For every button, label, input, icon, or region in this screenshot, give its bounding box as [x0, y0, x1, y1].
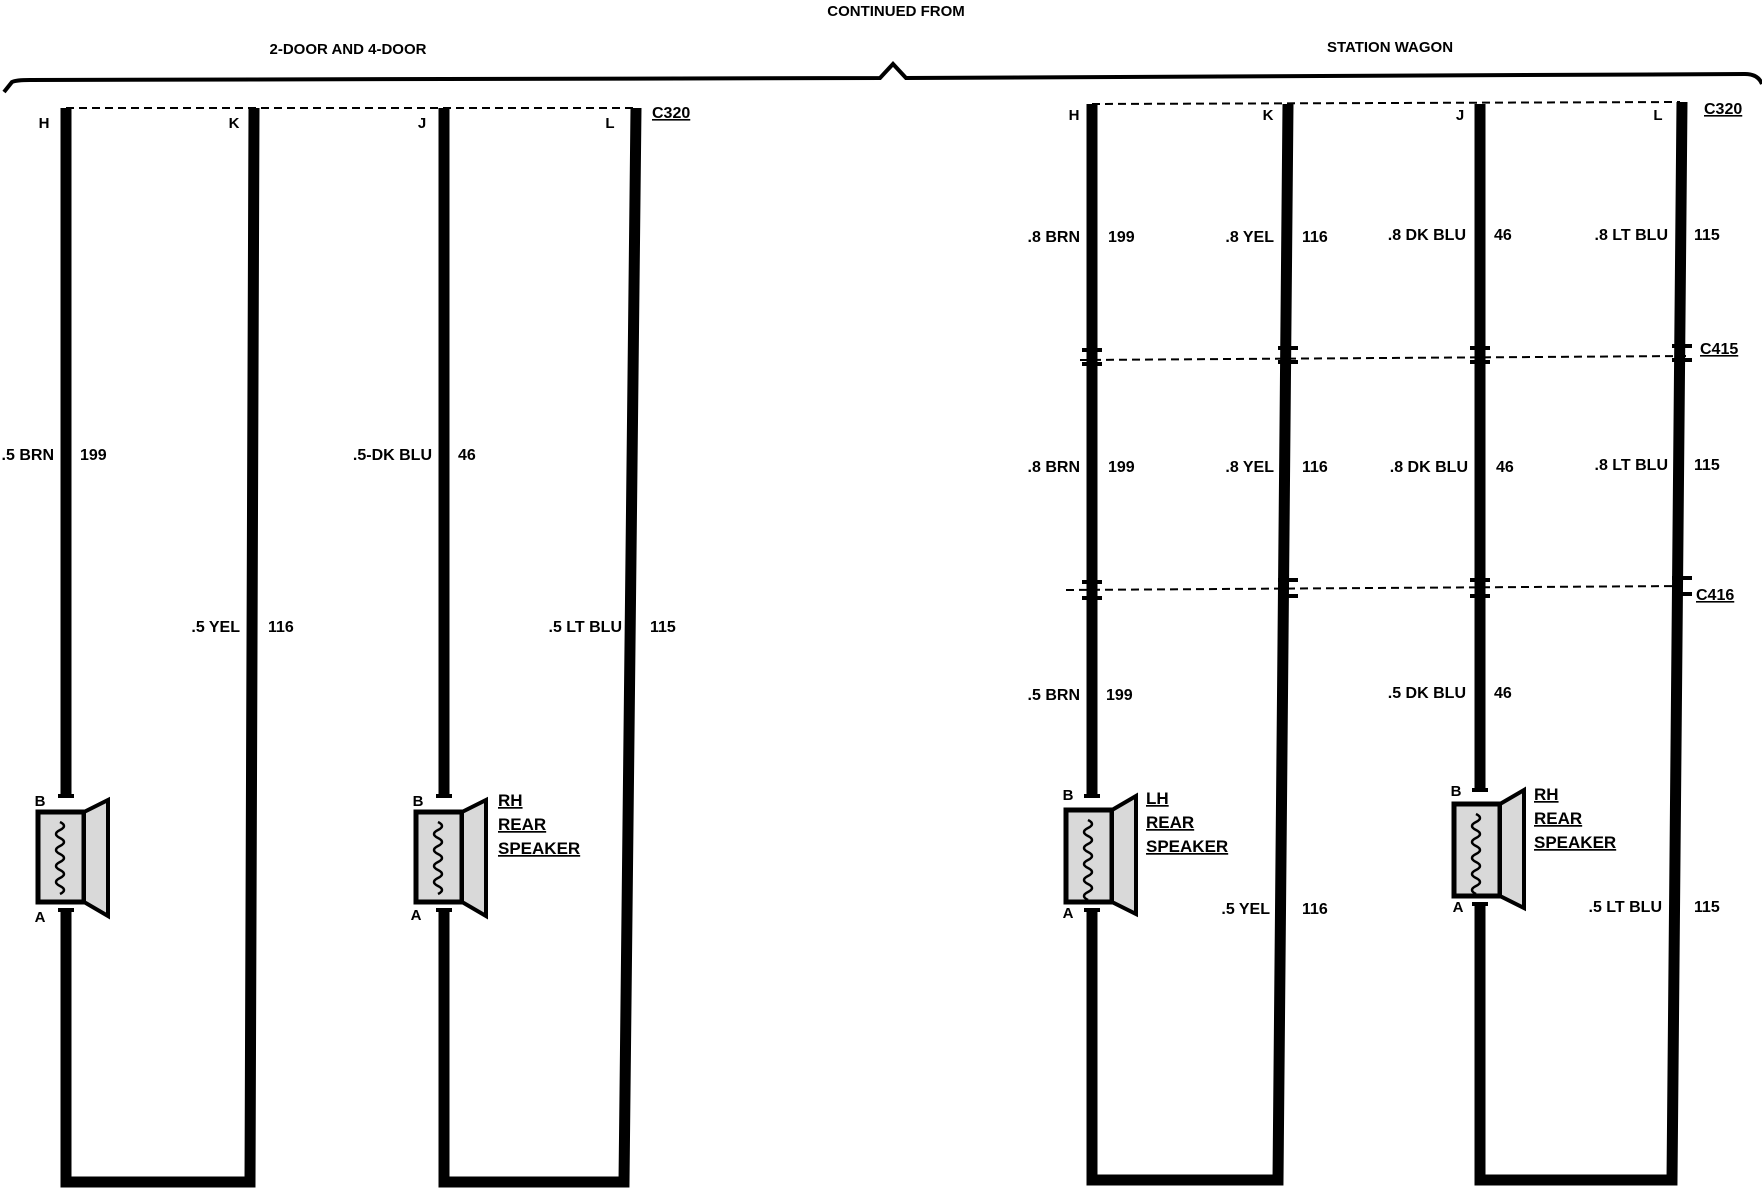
speaker-icon: [1063, 792, 1138, 918]
connector-c416-ticks: [1082, 576, 1692, 600]
pin-k-label: K: [1263, 107, 1274, 124]
connector-c320-label: C320: [652, 105, 690, 122]
wire-label: .5 YEL: [191, 619, 240, 636]
circuit-number: 115: [650, 619, 676, 636]
sedan-section: H K J L C320 .5 BRN 199 .5 YEL 116 .5-DK…: [2, 105, 690, 1188]
wire-label: .5 BRN: [2, 447, 54, 464]
circuit-number: 199: [1106, 687, 1133, 704]
wire-label: .5 DK BLU: [1388, 685, 1466, 702]
pin-h-label: H: [1069, 107, 1080, 124]
continued-from-label: CONTINUED FROM: [827, 3, 965, 20]
wire-label: .5 LT BLU: [549, 619, 622, 636]
circuit-number: 116: [268, 619, 294, 636]
pin-j-label: J: [1456, 107, 1464, 124]
rh-rear-speaker-label: REAR: [498, 815, 546, 834]
pin-k-label: K: [229, 115, 240, 132]
rh-rear-speaker-label: REAR: [1534, 809, 1582, 828]
wire-116: [60, 107, 260, 1188]
pin-a-label: A: [411, 907, 422, 924]
pin-b-label: B: [1063, 787, 1074, 804]
wire-label: .5-DK BLU: [353, 447, 432, 464]
pin-b-label: B: [35, 793, 46, 810]
circuit-number: 199: [1108, 229, 1135, 246]
wire-label: .8 YEL: [1225, 459, 1274, 476]
pin-l-label: L: [605, 115, 614, 132]
circuit-number: 46: [1494, 685, 1512, 702]
pin-b-label: B: [413, 793, 424, 810]
group-label-station-wagon: STATION WAGON: [1327, 39, 1453, 56]
circuit-number: 115: [1694, 227, 1720, 244]
wire-label: .5 YEL: [1221, 901, 1270, 918]
circuit-number: 199: [1108, 459, 1135, 476]
connector-c416-label: C416: [1696, 587, 1734, 604]
wire-label: .8 DK BLU: [1388, 227, 1466, 244]
rh-rear-speaker-label: RH: [498, 791, 523, 810]
pin-b-label: B: [1451, 783, 1462, 800]
wire-label: .8 DK BLU: [1390, 459, 1468, 476]
wire-label: .8 YEL: [1225, 229, 1274, 246]
circuit-number: 46: [1496, 459, 1514, 476]
circuit-number: 116: [1302, 229, 1328, 246]
wire-label: .8 BRN: [1028, 459, 1080, 476]
wire-115: [1474, 101, 1688, 1186]
rh-rear-speaker-label: SPEAKER: [498, 839, 580, 858]
speaker-icon: [1451, 786, 1526, 912]
lh-rear-speaker-label: LH: [1146, 789, 1169, 808]
connector-c320-label: C320: [1704, 101, 1742, 118]
pin-h-label: H: [39, 115, 50, 132]
pin-a-label: A: [1063, 905, 1074, 922]
circuit-number: 115: [1694, 899, 1720, 916]
wire-label: .8 LT BLU: [1595, 227, 1668, 244]
circuit-number: 199: [80, 447, 107, 464]
wagon-section: H K J L C320 C415 C416 .8 BRN 199 .8 YEL: [1028, 101, 1742, 1186]
rh-rear-speaker-label: SPEAKER: [1534, 833, 1616, 852]
speaker-icon: [413, 794, 488, 920]
wire-label: .5 BRN: [1028, 687, 1080, 704]
wire-116: [1086, 103, 1294, 1186]
pin-j-label: J: [418, 115, 426, 132]
group-bracket: [2, 61, 1762, 94]
wire-label: .8 BRN: [1028, 229, 1080, 246]
connector-c416-line: [1065, 585, 1683, 591]
circuit-number: 116: [1302, 459, 1328, 476]
circuit-number: 46: [458, 447, 476, 464]
connector-c415-ticks: [1082, 344, 1692, 366]
circuit-number: 116: [1302, 901, 1328, 918]
pin-l-label: L: [1653, 107, 1662, 124]
lh-rear-speaker-label: SPEAKER: [1146, 837, 1228, 856]
circuit-number: 46: [1494, 227, 1512, 244]
group-label-2door-4door: 2-DOOR AND 4-DOOR: [270, 41, 427, 58]
speaker-icon: [35, 794, 110, 920]
rh-rear-speaker-label: RH: [1534, 785, 1559, 804]
pin-a-label: A: [35, 909, 46, 926]
circuit-number: 115: [1694, 457, 1720, 474]
wire-label: .5 LT BLU: [1589, 899, 1662, 916]
connector-c415-line: [1079, 355, 1687, 361]
wire-115: [438, 107, 642, 1188]
lh-rear-speaker-label: REAR: [1146, 813, 1194, 832]
wire-label: .8 LT BLU: [1595, 457, 1668, 474]
connector-c415-label: C415: [1700, 341, 1738, 358]
connector-c320-line: [1091, 101, 1681, 105]
pin-a-label: A: [1453, 899, 1464, 916]
